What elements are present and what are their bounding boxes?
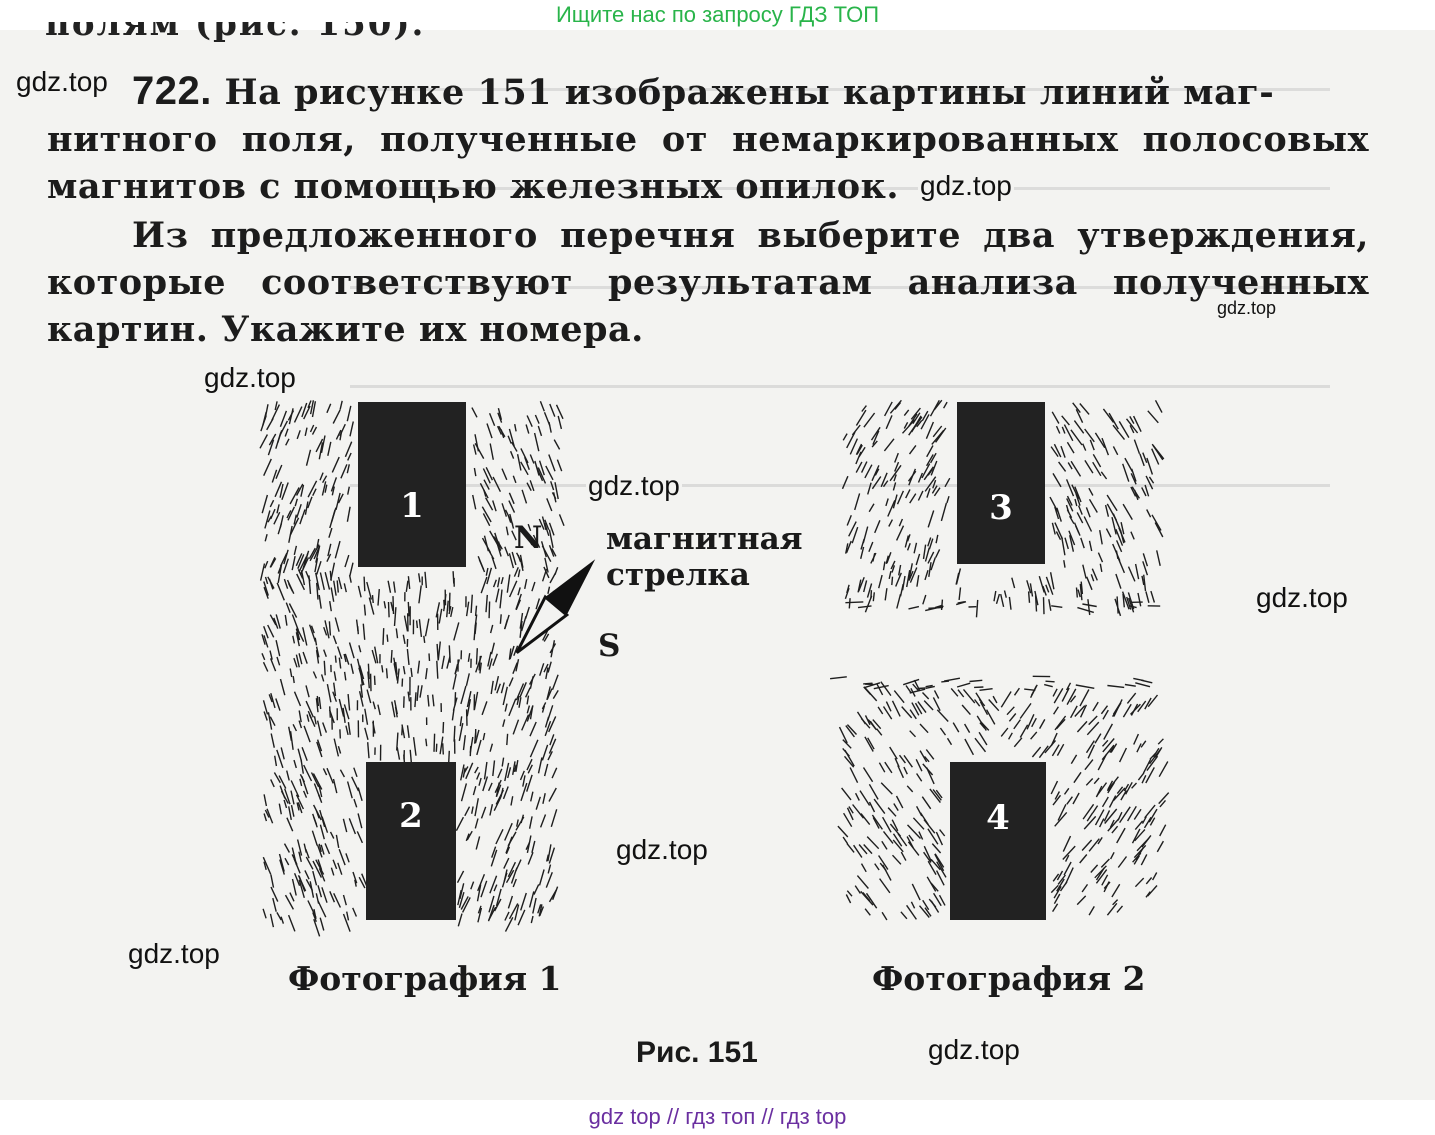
problem-line-6: картин. Укажите их номера. (47, 309, 644, 350)
watermark: gdz.top (14, 66, 110, 98)
needle-caption-line-1: магнитная (606, 521, 803, 557)
problem-line-3: магнитов с помощью железных опилок. (47, 166, 900, 207)
needle-caption-line-2: стрелка (606, 557, 750, 593)
filings-photo-2 (830, 399, 1170, 921)
watermark: gdz.top (1254, 582, 1350, 614)
watermark: gdz.top (126, 938, 222, 970)
watermark: gdz.top (926, 1034, 1022, 1066)
top-banner[interactable]: Ищите нас по запросу ГДЗ ТОП (0, 0, 1435, 30)
figure-151: 1 2 3 4 (259, 399, 1170, 937)
watermark: gdz.top (1215, 298, 1279, 319)
watermark: gdz.top (586, 470, 682, 502)
magnet-3-label: 3 (989, 488, 1013, 528)
filings-photo-1 (259, 400, 565, 937)
photo-2-caption: Фотография 2 (872, 959, 1146, 998)
watermark: gdz.top (202, 362, 298, 394)
problem-number: 722. (132, 69, 212, 113)
magnet-1 (358, 402, 466, 567)
pole-s-label: S (598, 628, 621, 664)
pole-n-label: N (514, 520, 543, 556)
problem-line-5: которые соответствуют результатам анализ… (47, 262, 1369, 303)
problem-line-4: Из предложенного перечня выберите два ут… (132, 215, 1369, 256)
magnet-2 (366, 762, 456, 920)
magnet-2-label: 2 (399, 796, 423, 836)
magnetic-needle (515, 559, 596, 654)
bottom-banner[interactable]: gdz top // гдз топ // гдз top (0, 1100, 1435, 1135)
problem-line-1: 722. На рисунке 151 изображены картины л… (47, 68, 1369, 116)
figure-label: Рис. 151 (636, 1036, 758, 1069)
previous-text-fragment: полям (рис. 150). (45, 4, 426, 44)
watermark: gdz.top (614, 834, 710, 866)
watermark: gdz.top (918, 170, 1014, 202)
magnet-4 (950, 762, 1046, 920)
magnet-1-label: 1 (400, 486, 424, 526)
problem-text-1: На рисунке 151 изображены картины линий … (224, 72, 1275, 113)
problem-line-2: нитного поля, полученные от немаркирован… (47, 119, 1369, 160)
magnet-4-label: 4 (986, 798, 1010, 838)
photo-1-caption: Фотография 1 (288, 959, 562, 998)
magnet-3 (957, 402, 1045, 564)
